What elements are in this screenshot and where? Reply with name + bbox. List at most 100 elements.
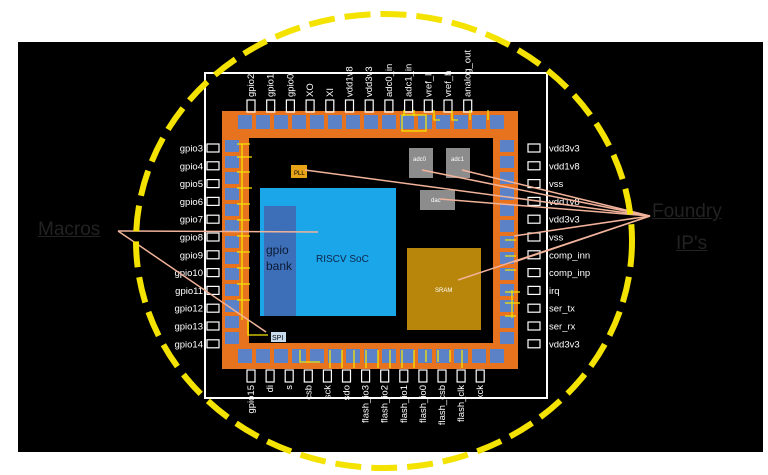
dac-block[interactable] bbox=[420, 190, 455, 210]
io-pad bbox=[500, 268, 514, 280]
io-pad bbox=[225, 204, 239, 216]
spi-block[interactable] bbox=[271, 332, 286, 342]
top-pin-bond bbox=[423, 99, 433, 113]
io-pad bbox=[256, 349, 270, 363]
top-pin-label: XI bbox=[325, 88, 336, 97]
bottom-pin-bond bbox=[361, 369, 371, 383]
left-pin-bond bbox=[206, 250, 220, 260]
io-pad bbox=[472, 349, 486, 363]
top-pin-label: vdd3v3 bbox=[364, 66, 375, 97]
left-pin-bond bbox=[206, 321, 220, 331]
bottom-pin-label: di bbox=[265, 385, 276, 392]
left-pin-bond bbox=[206, 179, 220, 189]
right-pin-label: vss bbox=[549, 233, 564, 244]
io-pad bbox=[328, 349, 342, 363]
top-pin-label: gpio2 bbox=[246, 74, 257, 97]
io-pad bbox=[418, 349, 432, 363]
io-pad bbox=[500, 172, 514, 184]
io-pad bbox=[225, 188, 239, 200]
right-pin-label: vss bbox=[549, 179, 564, 190]
right-pin-bond bbox=[527, 303, 541, 313]
right-pin-bond bbox=[527, 285, 541, 295]
io-pad bbox=[500, 156, 514, 168]
io-pad bbox=[346, 349, 360, 363]
io-pad bbox=[472, 115, 486, 129]
io-pad bbox=[292, 115, 306, 129]
io-pad bbox=[454, 349, 468, 363]
io-pad bbox=[238, 115, 252, 129]
top-pin-label: analog_out bbox=[463, 50, 474, 97]
top-pin-bond bbox=[285, 99, 295, 113]
macros-callout: Macros bbox=[38, 219, 101, 240]
right-pin-bond bbox=[527, 250, 541, 260]
gpio-bank-label-line1: gpio bbox=[266, 243, 289, 257]
bottom-pin-bond bbox=[284, 369, 294, 383]
io-pad bbox=[274, 115, 288, 129]
right-pin-label: ser_rx bbox=[549, 322, 576, 333]
left-pin-bond bbox=[206, 339, 220, 349]
top-pin-label: vref_h bbox=[443, 71, 454, 97]
io-pad bbox=[364, 115, 378, 129]
adc0-label: adc0 bbox=[413, 157, 427, 163]
dac-label: dac bbox=[431, 198, 441, 204]
right-pin-label: vdd3v3 bbox=[549, 339, 580, 350]
top-pin-bond bbox=[443, 99, 453, 113]
left-pin-label: gpio8 bbox=[180, 233, 203, 244]
bottom-pin-bond bbox=[456, 369, 466, 383]
io-pad bbox=[500, 236, 514, 248]
io-pad bbox=[490, 115, 504, 129]
left-pin-label: gpio7 bbox=[180, 215, 203, 226]
io-pad bbox=[225, 284, 239, 296]
io-pad bbox=[225, 268, 239, 280]
bottom-pin-bond bbox=[303, 369, 313, 383]
bottom-pin-label: sck bbox=[322, 385, 333, 400]
top-pin-label: vref_l bbox=[423, 74, 434, 97]
right-pin-bond bbox=[527, 339, 541, 349]
bottom-pin-label: flash_io3 bbox=[361, 385, 372, 423]
left-pin-label: gpio14 bbox=[174, 339, 203, 350]
io-pad bbox=[382, 115, 396, 129]
right-pin-label: irq bbox=[549, 286, 560, 297]
bottom-pin-bond bbox=[399, 369, 409, 383]
sram-label: SRAM bbox=[435, 288, 452, 294]
right-pin-label: comp_inp bbox=[549, 268, 590, 279]
adc1-block[interactable] bbox=[446, 148, 470, 178]
pll-block[interactable] bbox=[291, 165, 307, 178]
io-pad bbox=[274, 349, 288, 363]
die-outline bbox=[204, 72, 548, 399]
io-pad bbox=[310, 115, 324, 129]
left-pin-label: gpio9 bbox=[180, 250, 203, 261]
io-pad bbox=[225, 316, 239, 328]
bottom-pin-bond bbox=[475, 369, 485, 383]
right-pin-bond bbox=[527, 161, 541, 171]
left-pin-bond bbox=[206, 161, 220, 171]
io-pad bbox=[500, 332, 514, 344]
io-pad bbox=[292, 349, 306, 363]
bottom-pin-bond bbox=[418, 369, 428, 383]
io-pad bbox=[500, 140, 514, 152]
adc0-block[interactable] bbox=[409, 148, 433, 178]
gpio-bank-block[interactable] bbox=[264, 206, 296, 316]
left-pin-label: gpio3 bbox=[180, 144, 203, 155]
bottom-pin-label: sdo bbox=[342, 385, 353, 400]
io-pad bbox=[225, 156, 239, 168]
io-pad bbox=[490, 349, 504, 363]
sram-block[interactable] bbox=[407, 248, 481, 330]
gpio-bank-label-line2: bank bbox=[266, 259, 293, 273]
top-pin-bond bbox=[344, 99, 355, 113]
adc1-label: adc1 bbox=[451, 157, 465, 163]
right-pin-label: ser_tx bbox=[549, 304, 575, 315]
right-pin-bond bbox=[527, 143, 541, 153]
bottom-pin-bond bbox=[380, 369, 390, 383]
io-pad bbox=[400, 115, 414, 129]
top-pin-label: gpio0 bbox=[285, 74, 296, 97]
left-pin-bond bbox=[206, 196, 220, 206]
left-pin-bond bbox=[206, 143, 220, 153]
io-pad bbox=[436, 115, 450, 129]
foundry-callout-line1: Foundry bbox=[652, 201, 722, 222]
io-pad bbox=[500, 252, 514, 264]
left-pin-bond bbox=[206, 303, 220, 313]
top-pin-bond bbox=[325, 99, 335, 113]
io-pad bbox=[310, 349, 324, 363]
